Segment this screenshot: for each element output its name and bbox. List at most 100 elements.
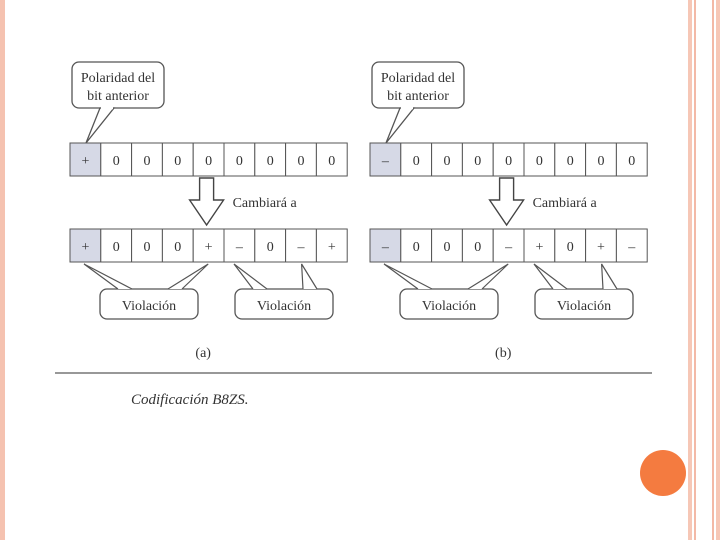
violation-label: Violación — [257, 299, 311, 314]
bottom-bit-cell — [285, 228, 317, 263]
top-bit-value: – — [381, 154, 390, 169]
bottom-bit-value: 0 — [144, 240, 151, 255]
top-bit-value: 0 — [598, 154, 605, 169]
orange-circle-decoration — [640, 450, 686, 496]
bottom-bit-value: + — [535, 240, 543, 255]
callout-line-2: bit anterior — [87, 89, 149, 104]
bottom-bit-value: + — [81, 240, 89, 255]
top-bit-cell — [400, 142, 433, 177]
violation-pointer-right — [467, 263, 509, 290]
bottom-bit-cell — [369, 228, 402, 263]
top-bit-value: 0 — [298, 154, 305, 169]
bottom-bit-value: + — [205, 240, 213, 255]
top-bit-value: 0 — [113, 154, 120, 169]
bottom-bit-value: – — [504, 240, 513, 255]
right-border-stripe — [688, 0, 692, 540]
bottom-bit-value: + — [328, 240, 336, 255]
top-bit-cell — [461, 142, 494, 177]
top-bit-value: 0 — [628, 154, 635, 169]
top-bit-value: 0 — [328, 154, 335, 169]
bottom-bit-cell — [100, 228, 133, 263]
top-bit-cell — [315, 142, 348, 177]
top-bit-cell — [369, 142, 402, 177]
top-bit-value: 0 — [536, 154, 543, 169]
down-arrow — [488, 177, 525, 227]
bottom-bit-cell — [554, 228, 587, 263]
arrow-label: Cambiará a — [233, 196, 298, 211]
violation-pointer-left — [233, 263, 268, 290]
bottom-bit-cell — [615, 228, 648, 263]
bottom-bit-cell — [431, 228, 463, 263]
bottom-bit-cell — [131, 228, 163, 263]
bottom-bit-value: 0 — [474, 240, 481, 255]
top-bit-cell — [431, 142, 463, 177]
bottom-bit-cell — [223, 228, 256, 263]
top-bit-value: 0 — [236, 154, 243, 169]
bottom-bit-value: 0 — [174, 240, 181, 255]
bottom-bit-value: 0 — [267, 240, 274, 255]
bottom-bit-value: – — [627, 240, 636, 255]
callout-line-2: bit anterior — [387, 89, 449, 104]
violation-pointer-left — [383, 263, 433, 290]
figure-caption: Codificación B8ZS. — [131, 392, 249, 408]
top-bit-value: 0 — [505, 154, 512, 169]
arrow-label: Cambiará a — [533, 196, 598, 211]
top-bit-value: 0 — [267, 154, 274, 169]
bottom-bit-cell — [161, 228, 194, 263]
bottom-bit-cell — [523, 228, 556, 263]
violation-label: Violación — [122, 299, 176, 314]
callout-pointer — [85, 107, 116, 144]
violation-pointer-right — [301, 263, 318, 290]
bottom-bit-cell — [400, 228, 433, 263]
panel-label: (a) — [195, 346, 211, 361]
bottom-bit-value: – — [235, 240, 244, 255]
violation-pointer-left — [83, 263, 133, 290]
bottom-bit-value: 0 — [567, 240, 574, 255]
bottom-bit-value: – — [297, 240, 306, 255]
bottom-bit-cell — [585, 228, 617, 263]
right-border-line-2 — [712, 0, 714, 540]
bottom-bit-cell — [192, 228, 225, 263]
panel-label: (b) — [495, 346, 512, 361]
callout-box — [71, 61, 165, 109]
top-bit-value: 0 — [144, 154, 151, 169]
left-border-stripe — [0, 0, 5, 540]
top-bit-value: 0 — [205, 154, 212, 169]
violation-pointer-right — [601, 263, 618, 290]
violation-label: Violación — [557, 299, 611, 314]
violation-box — [99, 288, 199, 320]
bottom-bit-value: – — [381, 240, 390, 255]
callout-pointer — [385, 107, 416, 144]
top-bit-cell — [554, 142, 587, 177]
top-bit-cell — [69, 142, 102, 177]
right-border-line — [694, 0, 696, 540]
violation-pointer-left — [533, 263, 568, 290]
bottom-bit-value: 0 — [444, 240, 451, 255]
top-bit-cell — [285, 142, 317, 177]
callout-line-1: Polaridad del — [81, 71, 155, 86]
callout-line-1: Polaridad del — [381, 71, 455, 86]
top-bit-value: 0 — [444, 154, 451, 169]
bottom-bit-cell — [254, 228, 287, 263]
top-bit-cell — [615, 142, 648, 177]
violation-box — [234, 288, 334, 320]
top-bit-cell — [254, 142, 287, 177]
violation-label: Violación — [422, 299, 476, 314]
top-bit-value: + — [81, 154, 89, 169]
violation-box — [399, 288, 499, 320]
top-bit-cell — [523, 142, 556, 177]
top-bit-value: 0 — [474, 154, 481, 169]
callout-box — [371, 61, 465, 109]
down-arrow — [188, 177, 225, 227]
bottom-bit-value: 0 — [113, 240, 120, 255]
violation-pointer-right — [167, 263, 209, 290]
right-border-stripe-2 — [716, 0, 720, 540]
top-bit-value: 0 — [413, 154, 420, 169]
bottom-bit-cell — [315, 228, 348, 263]
bottom-bit-value: 0 — [413, 240, 420, 255]
top-bit-value: 0 — [567, 154, 574, 169]
bottom-bit-value: + — [597, 240, 605, 255]
